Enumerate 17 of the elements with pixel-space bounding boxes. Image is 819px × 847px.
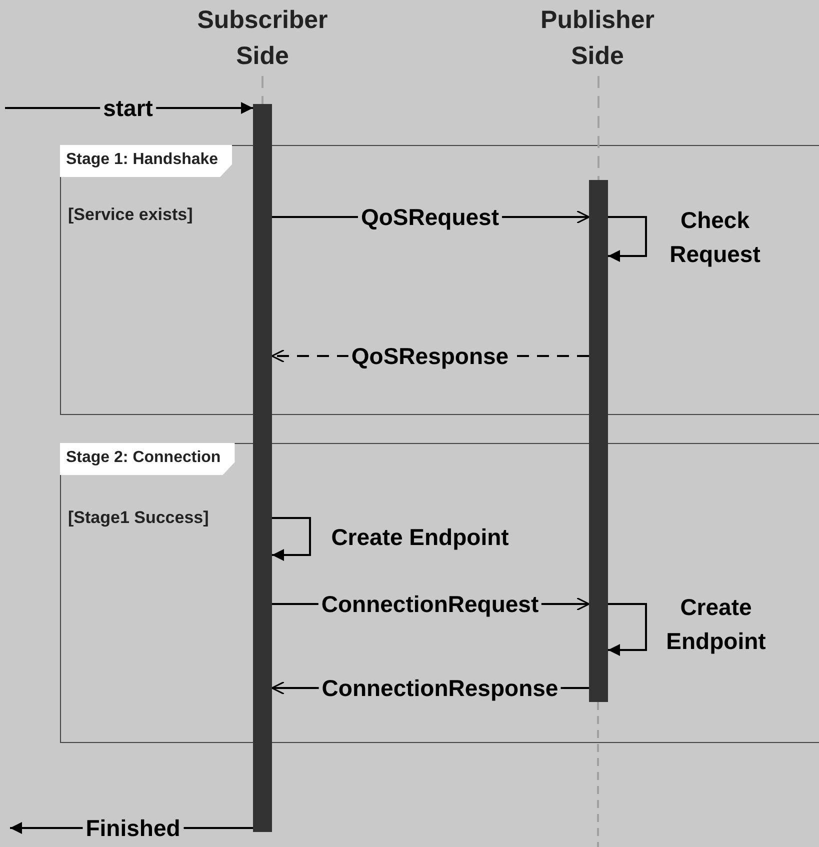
activation-bar: [589, 180, 608, 702]
message-arrow: [271, 349, 589, 363]
activation-bar: [253, 104, 272, 832]
fragment-title: Stage 1: Handshake: [60, 145, 232, 177]
message-arrow: [272, 517, 311, 561]
message-arrow: [10, 822, 253, 834]
lifeline: [598, 76, 600, 180]
message-arrow: [608, 603, 647, 656]
guard-condition: [Stage1 Success]: [68, 508, 209, 528]
message-arrow: [5, 102, 253, 114]
lifeline: [262, 76, 264, 104]
fragment-title: Stage 2: Connection: [60, 443, 235, 475]
message-arrow: [272, 210, 590, 224]
guard-condition: [Service exists]: [68, 205, 193, 225]
lifeline-header: Subscriber Side: [190, 2, 335, 76]
message-arrow: [608, 216, 647, 262]
lifeline-header: Publisher Side: [525, 2, 670, 76]
